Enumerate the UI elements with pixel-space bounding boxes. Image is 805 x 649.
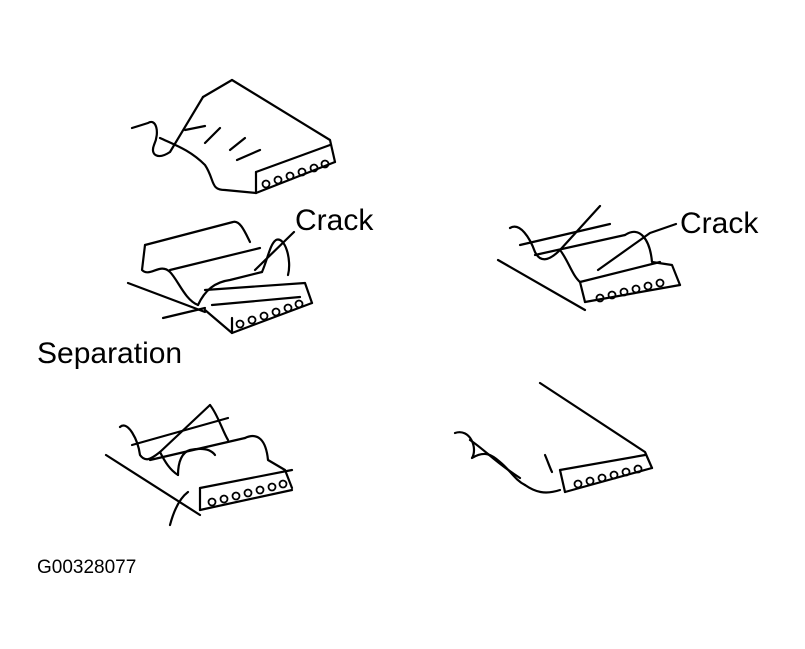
- belt-bottom-right-worn: [453, 381, 654, 494]
- belt-middle-left-cords: [235, 299, 304, 329]
- crack-left-label: Crack: [295, 204, 374, 237]
- separation-label: Separation: [37, 337, 183, 370]
- crack-right-label: Crack: [680, 207, 759, 240]
- belt-middle-left-separation: [126, 220, 314, 335]
- crack-right-leader: [596, 222, 678, 272]
- belt-middle-right-cracked-rib: [496, 204, 682, 312]
- crack-left-leader: [253, 230, 296, 272]
- belt-bottom-left-cords: [207, 479, 288, 507]
- figure-id: G00328077: [37, 557, 137, 578]
- belt-middle-right-cords: [595, 278, 665, 303]
- belt-bottom-left-missing-rib: [104, 403, 294, 527]
- belt-bottom-right-cords: [573, 464, 643, 489]
- belt-top-cords: [261, 159, 330, 189]
- belt-top-cracked-back: [130, 78, 337, 195]
